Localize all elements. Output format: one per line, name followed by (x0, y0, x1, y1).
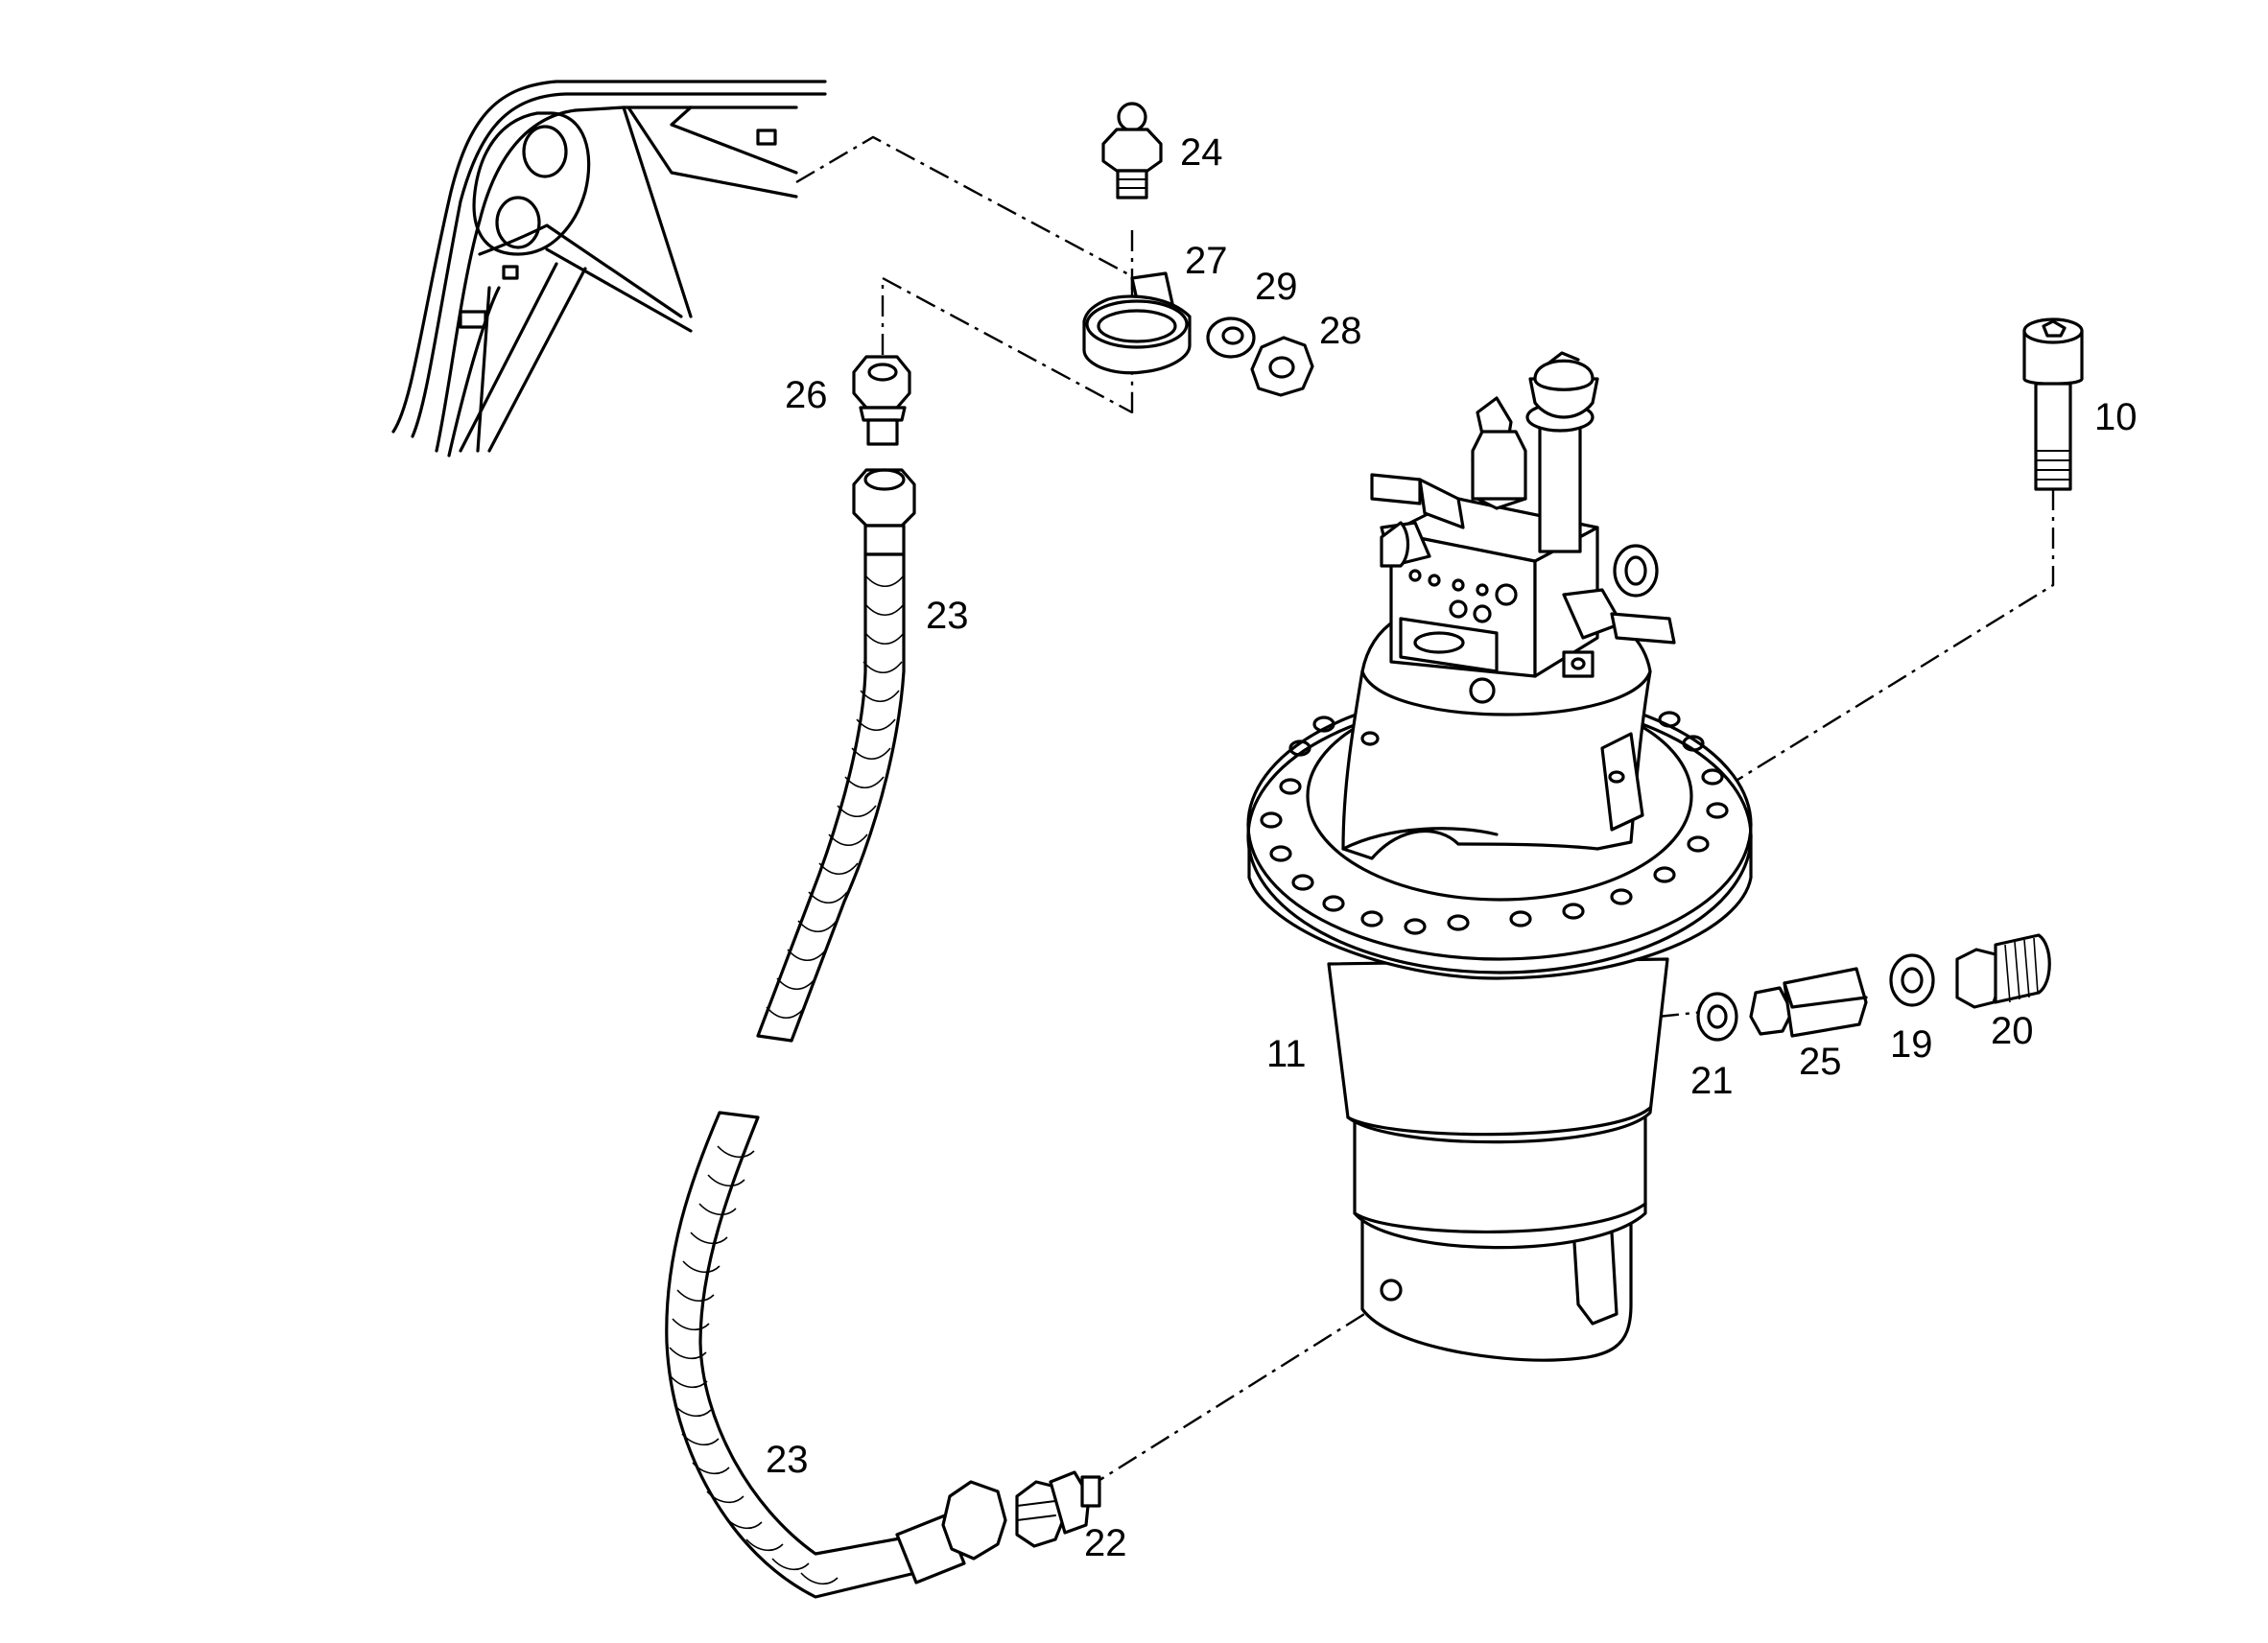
nut-28 (1250, 336, 1314, 397)
callout-labels: 10 11 19 20 21 22 23 23 24 25 26 27 28 2… (766, 131, 2138, 1564)
callout-27: 27 (1185, 240, 1228, 282)
callout-21: 21 (1690, 1060, 1734, 1102)
hose-23-upper (756, 468, 916, 1043)
fitting-22 (1015, 1470, 1101, 1548)
washer-21 (1696, 992, 1738, 1042)
washer-19 (1889, 953, 1935, 1007)
callout-25: 25 (1799, 1041, 1842, 1083)
machine-frame (391, 80, 827, 458)
flange-bolt-holes (1260, 711, 1729, 935)
plug-20 (1955, 933, 2051, 1009)
callout-23-upper: 23 (926, 595, 969, 637)
travel-motor-gearbox (1246, 351, 1753, 1362)
callout-24: 24 (1180, 131, 1223, 174)
fitting-26 (852, 355, 911, 446)
callout-26: 26 (785, 374, 828, 416)
callout-22: 22 (1084, 1522, 1127, 1564)
callout-29: 29 (1255, 266, 1298, 308)
callout-23-lower: 23 (766, 1439, 809, 1481)
callout-10: 10 (2094, 396, 2138, 438)
callout-11: 11 (1266, 1033, 1307, 1075)
cap-screw (2022, 317, 2084, 491)
reducer-25 (1749, 967, 1868, 1038)
hose-23-lower (665, 1111, 1007, 1599)
callout-20: 20 (1991, 1010, 2034, 1052)
washer-29 (1206, 317, 1256, 359)
hose-clip (1082, 271, 1192, 375)
grease-nipple (1101, 102, 1163, 200)
callout-19: 19 (1890, 1023, 1933, 1066)
callout-28: 28 (1319, 310, 1362, 352)
